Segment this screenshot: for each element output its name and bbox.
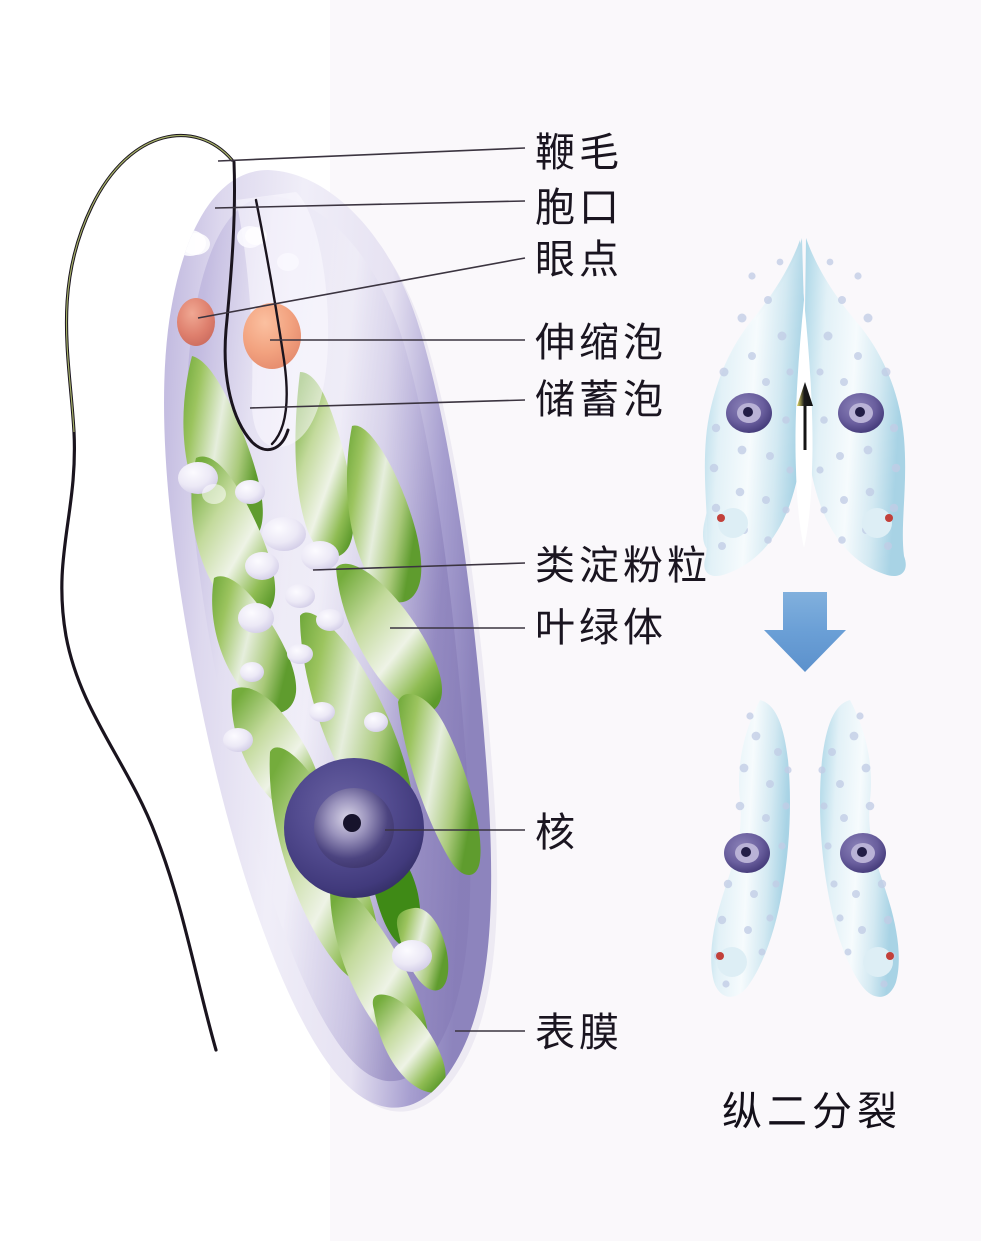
daughter-nucleus-right — [840, 833, 886, 873]
leader-line-paramylon — [312, 562, 526, 571]
nucleolus — [343, 814, 361, 832]
process-arrow-down — [764, 592, 846, 672]
division-eyespot-right — [885, 514, 893, 522]
paramylon-granule — [316, 609, 344, 631]
flagellum-highlight — [65, 134, 233, 433]
daughter-nucleus-left — [724, 833, 770, 873]
paramylon-granule — [309, 702, 335, 722]
chloroplast — [372, 994, 446, 1093]
paramylon-granule — [262, 517, 306, 551]
paramylon-granule — [287, 644, 313, 664]
figure-caption: 纵二分裂 — [722, 1089, 902, 1135]
paramylon-granule — [301, 541, 339, 571]
division-panel — [702, 238, 906, 997]
membrane-highlight — [202, 484, 226, 504]
nucleus — [284, 758, 424, 898]
label-flagellum: 鞭毛 — [535, 130, 623, 176]
paramylon-granule — [223, 728, 253, 752]
division-eyespot-left — [717, 514, 725, 522]
paramylon-granule — [392, 940, 432, 972]
label-pellicle: 表膜 — [535, 1010, 623, 1056]
eyespot — [177, 298, 215, 346]
membrane-highlight — [182, 233, 210, 255]
division-vesicle-right — [862, 508, 892, 538]
daughter-eyespot-left — [716, 952, 724, 960]
reservoir-vesicle — [243, 303, 301, 369]
daughter-vesicle-left — [717, 947, 747, 977]
chloroplast — [346, 425, 422, 603]
chloroplast — [336, 563, 442, 713]
division-stage-separated — [711, 700, 899, 997]
label-chloroplast: 叶绿体 — [535, 605, 667, 651]
paramylon-granule — [240, 662, 264, 682]
division-nucleus-right — [838, 393, 884, 433]
split-direction-arrow-up — [797, 382, 813, 450]
label-paramylon: 类淀粉粒 — [535, 543, 711, 589]
flagellum-root — [223, 160, 290, 452]
label-contractile-vacuole: 伸缩泡 — [535, 320, 667, 366]
label-eyespot: 眼点 — [535, 237, 623, 283]
leader-line-eyespot — [197, 257, 526, 319]
label-cytostome: 胞口 — [535, 185, 623, 231]
paramylon-granule — [285, 584, 315, 608]
paramylon-granule — [238, 603, 274, 633]
daughter-vesicle-right — [863, 947, 893, 977]
leader-line-cytostome — [214, 200, 526, 209]
paramylon-granule — [235, 480, 265, 504]
leader-line-group — [197, 147, 526, 1032]
chloroplast — [212, 576, 297, 714]
division-stage-early — [702, 238, 906, 576]
euglena-cell — [60, 133, 498, 1112]
pellicle-speckle-group-left — [709, 258, 794, 550]
division-vesicle-left — [718, 508, 748, 538]
paramylon-granule — [245, 552, 279, 580]
cytostome-channel — [254, 198, 288, 446]
daughter-eyespot-right — [886, 952, 894, 960]
leader-line-flagellum — [217, 147, 526, 162]
leader-line-reservoir — [249, 399, 526, 409]
paramylon-granule — [364, 712, 388, 732]
label-nucleus: 核 — [535, 810, 579, 856]
division-nucleus-left — [726, 393, 772, 433]
label-reservoir: 储蓄泡 — [535, 377, 667, 423]
